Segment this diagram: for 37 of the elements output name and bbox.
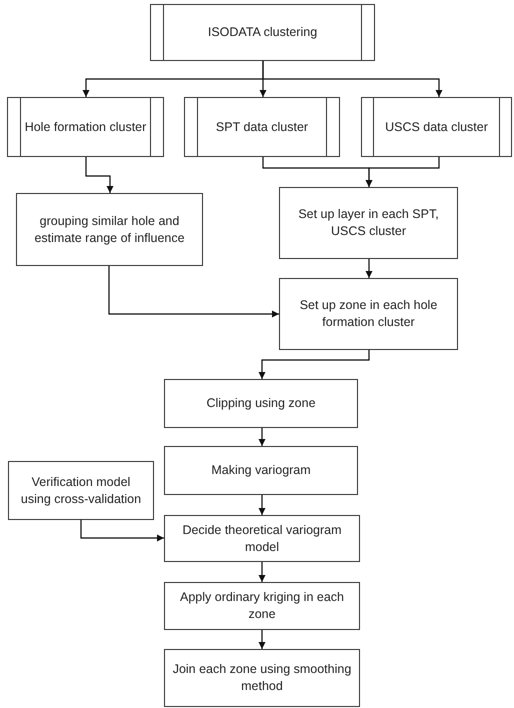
process-box <box>164 446 358 495</box>
process-box <box>279 278 458 350</box>
process-box <box>16 193 203 266</box>
arrow <box>366 157 440 187</box>
process-box <box>164 649 360 707</box>
arrow <box>258 630 266 649</box>
process-box <box>164 582 360 630</box>
node-label: SPT data cluster <box>214 118 310 136</box>
predefined-process-box <box>184 97 340 157</box>
process-box <box>279 187 458 259</box>
node-label: Hole formation cluster <box>24 118 148 136</box>
node-label: Set up layer in each SPT, USCS cluster <box>297 206 440 240</box>
node-label: USCS data cluster <box>384 118 489 136</box>
arrow <box>108 266 279 318</box>
node-label: Join each zone using smoothing method <box>172 661 352 695</box>
arrow <box>258 350 370 379</box>
process-box <box>164 379 358 428</box>
arrow <box>85 157 114 193</box>
arrow <box>258 428 266 446</box>
node-label: grouping similar hole and estimate range of influence <box>33 212 186 246</box>
node-label: Clipping using zone <box>205 395 317 412</box>
node-label: ISODATA clustering <box>206 24 318 41</box>
node-label: Decide theoretical variogram model <box>181 522 343 556</box>
arrow <box>258 562 266 582</box>
arrow <box>80 520 164 542</box>
node-label: Making variogram <box>210 462 312 479</box>
process-box <box>164 515 360 562</box>
node-label: Verification model using cross-validation <box>20 474 142 508</box>
predefined-process-box <box>7 97 164 157</box>
arrow <box>262 61 442 97</box>
process-box <box>8 461 154 520</box>
predefined-process-box <box>361 97 512 157</box>
arrow <box>366 259 372 278</box>
predefined-process-box <box>150 4 375 61</box>
node-label: Apply ordinary kriging in each zone <box>179 589 345 623</box>
node-label: Set up zone in each hole formation cluster <box>298 297 438 331</box>
arrow <box>258 495 266 515</box>
